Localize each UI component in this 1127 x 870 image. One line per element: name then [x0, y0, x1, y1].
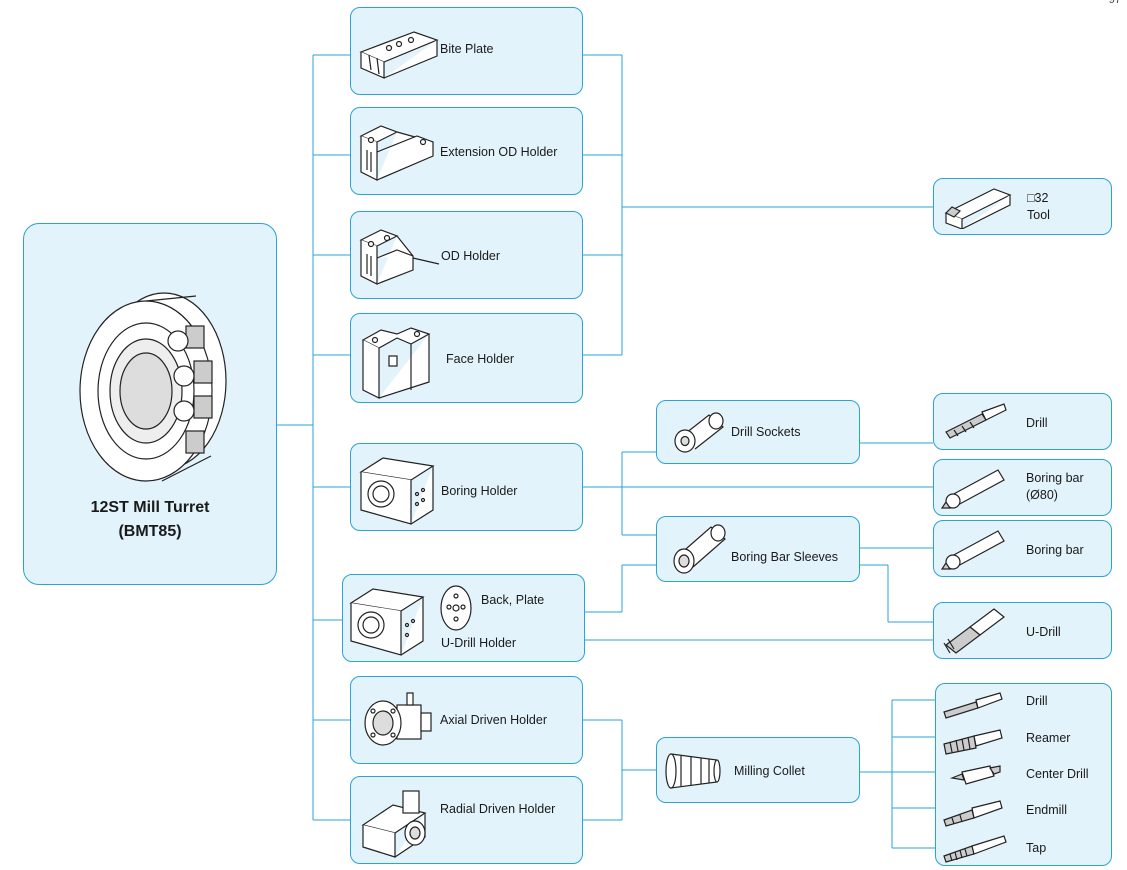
- drill-sockets-box: Drill Sockets: [656, 400, 860, 464]
- boring-bar-80-icon: [940, 469, 1005, 509]
- milling-collet-label: Milling Collet: [734, 764, 805, 778]
- center-drill-icon: [950, 765, 1001, 785]
- boring-bar-box: Boring bar: [933, 520, 1112, 577]
- udrill-box: U-Drill: [933, 602, 1112, 659]
- collet-tool-center-drill-label: Center Drill: [1026, 767, 1089, 781]
- collet-tool-tap-label: Tap: [1026, 841, 1047, 855]
- extension-od-holder-label: Extension OD Holder: [440, 145, 558, 159]
- udrill-holder-box: Back, Plate U-Drill Holder: [342, 574, 585, 662]
- boring-bar-sleeve-icon: [673, 524, 726, 574]
- drill-icon: [945, 403, 1007, 439]
- boring-bar-sleeves-label: Boring Bar Sleeves: [731, 550, 839, 564]
- face-holder-label: Face Holder: [446, 352, 515, 366]
- collet-tools-box: Drill Reamer Center Drill Endmill Tap: [935, 683, 1112, 866]
- radial-driven-holder-box: Radial Driven Holder: [350, 776, 583, 864]
- mill-turret-title: 12ST Mill Turret (BMT85): [24, 496, 276, 544]
- reamer-icon: [943, 729, 1003, 755]
- boring-holder-label: Boring Holder: [441, 484, 518, 498]
- milling-collet-box: Milling Collet: [656, 737, 860, 803]
- endmill-icon: [943, 800, 1003, 827]
- drill-sockets-label: Drill Sockets: [731, 425, 801, 439]
- od-holder-box: OD Holder: [350, 211, 583, 299]
- tool-size-label: □32: [1027, 191, 1049, 205]
- back-plate-label: Back, Plate: [481, 593, 545, 607]
- mill-turret-icon: [79, 292, 227, 482]
- boring-bar-label: Boring bar: [1026, 543, 1084, 557]
- drill-socket-icon: [674, 412, 724, 453]
- tap-icon: [943, 835, 1007, 863]
- udrill-holder-icon: [349, 588, 425, 656]
- boring-bar-80-box: Boring bar (Ø80): [933, 459, 1112, 516]
- boring-bar-80-size: (Ø80): [1026, 488, 1058, 502]
- milling-collet-icon: [665, 753, 721, 789]
- axial-driven-holder-box: Axial Driven Holder: [350, 676, 583, 764]
- boring-bar-80-label: Boring bar: [1026, 471, 1084, 485]
- mill-turret-name: 12ST Mill Turret: [90, 499, 210, 516]
- extension-od-holder-box: Extension OD Holder: [350, 107, 583, 195]
- udrill-icon: [943, 608, 1005, 654]
- turning-tool-icon: [944, 188, 1012, 229]
- tool-box: □32 Tool: [933, 178, 1112, 235]
- radial-driven-holder-icon: [361, 790, 427, 858]
- bite-plate-box: Bite Plate: [350, 7, 583, 95]
- boring-holder-icon: [359, 457, 435, 525]
- udrill-label: U-Drill: [1026, 625, 1061, 639]
- boring-bar-sleeves-box: Boring Bar Sleeves: [656, 516, 860, 582]
- collet-tool-endmill-label: Endmill: [1026, 803, 1067, 817]
- mill-turret-model: (BMT85): [118, 523, 182, 540]
- collet-tool-reamer-label: Reamer: [1026, 731, 1071, 745]
- axial-driven-holder-icon: [364, 692, 432, 746]
- axial-driven-holder-label: Axial Driven Holder: [440, 713, 547, 727]
- od-holder-icon: [359, 229, 440, 285]
- drill-box: Drill: [933, 393, 1112, 450]
- radial-driven-holder-label: Radial Driven Holder: [440, 802, 556, 816]
- boring-bar-icon: [940, 530, 1005, 570]
- tool-label: Tool: [1027, 208, 1050, 222]
- page-number: 97: [1108, 0, 1121, 6]
- boring-holder-box: Boring Holder: [350, 443, 583, 531]
- drill-label: Drill: [1026, 416, 1048, 430]
- collet-tool-drill-label: Drill: [1026, 694, 1048, 708]
- od-holder-label: OD Holder: [441, 249, 501, 263]
- back-plate-icon: [440, 585, 472, 631]
- extension-od-holder-icon: [359, 125, 434, 181]
- bite-plate-label: Bite Plate: [440, 42, 494, 56]
- bite-plate-icon: [359, 31, 439, 79]
- face-holder-icon: [361, 327, 431, 399]
- face-holder-box: Face Holder: [350, 313, 583, 403]
- udrill-holder-label: U-Drill Holder: [441, 636, 517, 650]
- collet-drill-icon: [943, 692, 1003, 719]
- mill-turret-box: 12ST Mill Turret (BMT85): [23, 223, 277, 585]
